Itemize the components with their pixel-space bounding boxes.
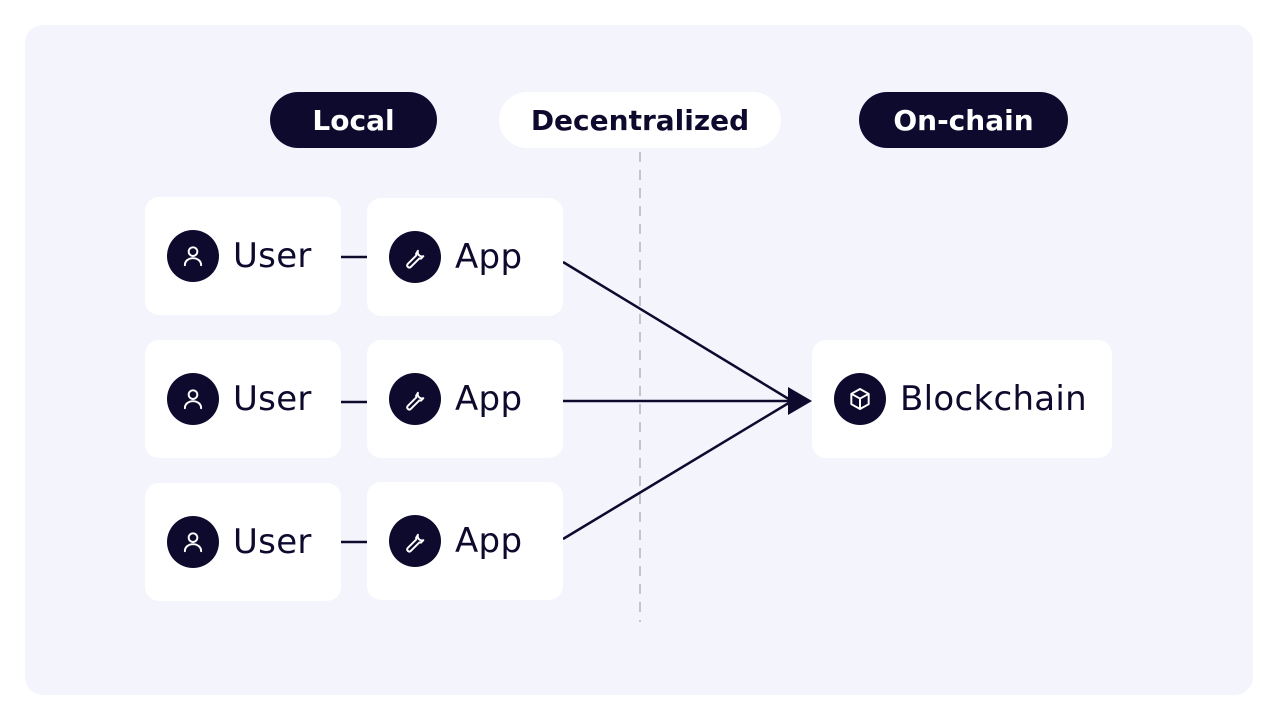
wrench-icon	[389, 373, 441, 425]
app-card-2: App	[367, 340, 563, 458]
decentralized-column-label: Decentralized	[499, 92, 781, 148]
cube-icon	[834, 373, 886, 425]
blockchain-card: Blockchain	[812, 340, 1112, 458]
app-label: App	[455, 237, 523, 277]
onchain-column-label: On-chain	[859, 92, 1068, 148]
blockchain-label: Blockchain	[900, 379, 1088, 419]
user-card-2: User	[145, 340, 341, 458]
app-card-1: App	[367, 198, 563, 316]
app-label: App	[455, 521, 523, 561]
wrench-icon	[389, 515, 441, 567]
wrench-icon	[389, 231, 441, 283]
user-icon	[167, 230, 219, 282]
user-label: User	[233, 522, 312, 562]
local-column-label: Local	[270, 92, 437, 148]
user-icon	[167, 373, 219, 425]
user-card-1: User	[145, 197, 341, 315]
app-label: App	[455, 379, 523, 419]
user-label: User	[233, 236, 312, 276]
user-card-3: User	[145, 483, 341, 601]
app-card-3: App	[367, 482, 563, 600]
user-label: User	[233, 379, 312, 419]
user-icon	[167, 516, 219, 568]
